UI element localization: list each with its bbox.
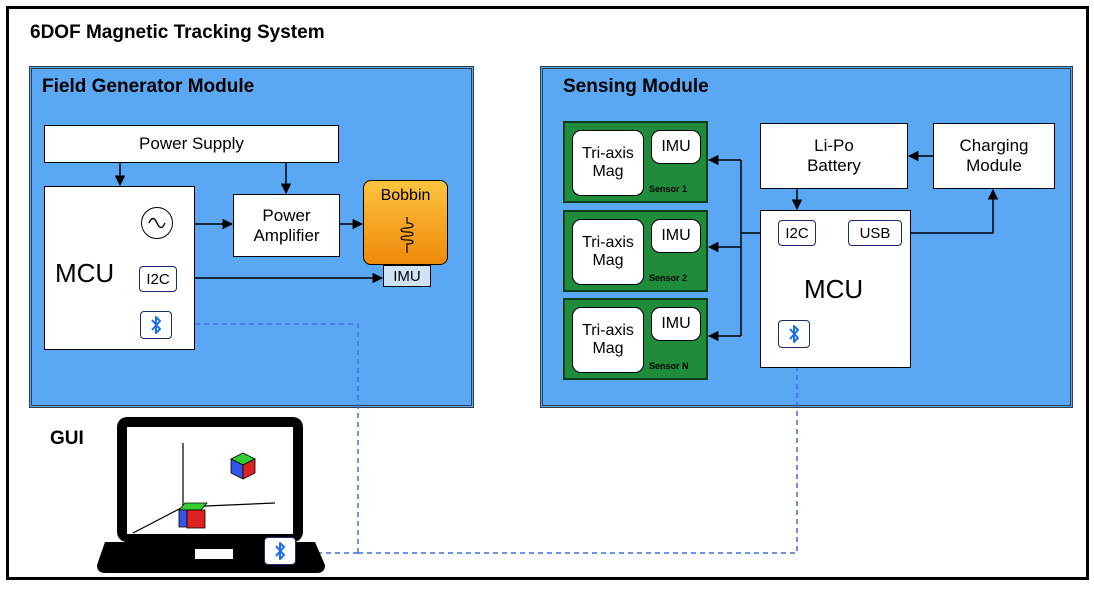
coil-icon xyxy=(400,217,414,253)
fg-i2c-port: I2C xyxy=(139,266,177,292)
sensing-title: Sensing Module xyxy=(563,76,709,97)
lipo-battery-box: Li-Po Battery xyxy=(760,123,908,189)
sensor-2-label: Sensor 2 xyxy=(649,273,688,283)
sensor-2-imu: IMU xyxy=(651,219,701,253)
sensor-n-label: Sensor N xyxy=(649,361,689,371)
sensing-usb-port: USB xyxy=(848,220,902,246)
sensor-n-mag: Tri-axis Mag xyxy=(572,307,644,373)
sensor-1: Tri-axis Mag IMU Sensor 1 xyxy=(563,121,708,203)
sensor-2-mag: Tri-axis Mag xyxy=(572,219,644,285)
sensing-bluetooth-icon xyxy=(778,320,810,348)
system-title: 6DOF Magnetic Tracking System xyxy=(30,22,325,43)
charging-module-box: Charging Module xyxy=(933,123,1055,189)
sensor-1-mag: Tri-axis Mag xyxy=(572,130,644,196)
sensing-i2c-port: I2C xyxy=(778,220,816,246)
bobbin-label: Bobbin xyxy=(380,187,431,204)
cube-icon xyxy=(230,452,256,480)
cube-icon xyxy=(178,502,208,529)
fg-bluetooth-icon xyxy=(140,311,172,339)
sensor-n: Tri-axis Mag IMU Sensor N xyxy=(563,298,708,380)
field-generator-title: Field Generator Module xyxy=(42,76,255,97)
sensor-n-imu: IMU xyxy=(651,307,701,341)
sensor-1-label: Sensor 1 xyxy=(649,184,688,194)
outer-frame xyxy=(6,6,1089,580)
oscillator-icon xyxy=(141,207,173,239)
gui-bluetooth-icon xyxy=(264,537,296,565)
mcu-label: MCU xyxy=(55,258,115,288)
bobbin-imu: IMU xyxy=(383,265,431,287)
sensor-2: Tri-axis Mag IMU Sensor 2 xyxy=(563,210,708,292)
gui-label: GUI xyxy=(50,428,84,449)
power-supply-box: Power Supply xyxy=(44,125,339,163)
power-amplifier-box: Power Amplifier xyxy=(233,194,340,257)
sensing-mcu-label: MCU xyxy=(804,274,864,304)
sensor-1-imu: IMU xyxy=(651,130,701,164)
bobbin: Bobbin xyxy=(363,180,448,265)
